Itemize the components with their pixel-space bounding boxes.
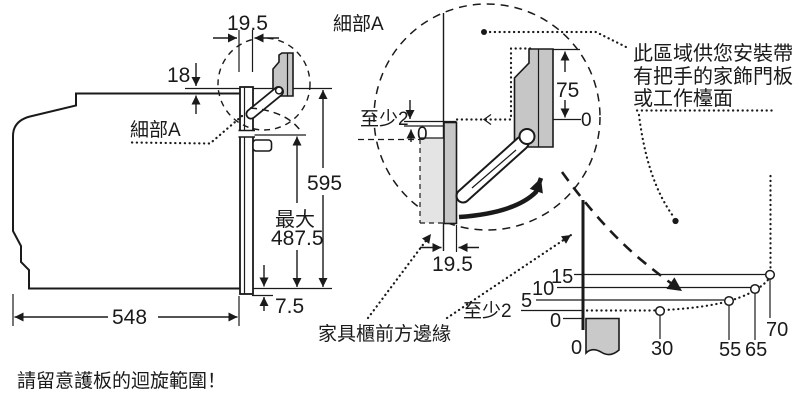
dim-7-5-label: 7.5 xyxy=(275,295,304,318)
x-label-70: 70 xyxy=(766,319,788,341)
y-label-15: 15 xyxy=(551,266,573,288)
hinge-arm xyxy=(247,87,283,118)
x-label-0: 0 xyxy=(571,337,582,359)
edge-leader-2 xyxy=(445,233,573,320)
handle-zone-boundary xyxy=(455,47,533,121)
dim-19-5-detail-label: 19.5 xyxy=(432,253,473,276)
annotation-drop-leader xyxy=(637,113,675,218)
handle-zone-annotation: 此區域供您安裝帶 有把手的家飾門板 或工作檯面 xyxy=(481,29,793,270)
hinge-pivot xyxy=(518,128,536,145)
oven-body-outline xyxy=(12,92,243,290)
data-point-55-5 xyxy=(723,295,735,307)
min-gap-label: 至少2 xyxy=(360,108,409,130)
oven-side-view: 19.5 18 595 最大 487.5 7.5 548 細部A xyxy=(12,12,342,329)
dim-19-5-label: 19.5 xyxy=(227,12,268,35)
furniture-door-panel xyxy=(443,121,458,225)
dim-548-label: 548 xyxy=(112,306,147,329)
hinge-arm-crease xyxy=(471,149,517,189)
annotation-line2: 有把手的家飾門板 xyxy=(633,65,793,88)
y-label-5: 5 xyxy=(521,290,532,312)
furniture-panel-alt xyxy=(420,138,444,223)
clearance-curve xyxy=(585,270,772,312)
door-handle-profile xyxy=(252,139,273,152)
y-label-10: 10 xyxy=(532,278,554,300)
dim-max-value: 487.5 xyxy=(271,227,324,250)
dim-max-label: 最大 xyxy=(275,208,315,231)
y-label-0: 0 xyxy=(550,310,561,332)
zero-right-label: 0 xyxy=(581,110,592,131)
data-point-65-10 xyxy=(749,283,761,295)
oven-door-panel xyxy=(239,86,254,295)
x-label-55: 55 xyxy=(719,339,741,361)
edge-leader-1 xyxy=(366,232,433,320)
hinge-arm xyxy=(457,137,528,202)
y-label-min2: 至少2 xyxy=(463,300,512,322)
caption: 請留意護板的迴旋範圍！ xyxy=(17,370,226,392)
clearance-chart: 15 10 5 至少2 0 0 30 55 65 70 xyxy=(463,171,788,361)
detail-a-magnifier-circle xyxy=(373,3,601,231)
x-label-30: 30 xyxy=(651,338,673,360)
data-point-70-15 xyxy=(764,269,776,280)
detail-a-view: 細部A 至少2 0 75 xyxy=(318,3,601,345)
detail-a-title: 細部A xyxy=(333,13,384,35)
door-swing-up-arrow xyxy=(458,177,544,220)
detail-a-leader xyxy=(130,114,244,145)
leader-start-dot xyxy=(481,29,487,35)
swing-path-arrow xyxy=(560,171,683,293)
door-vent-slot xyxy=(238,130,255,137)
furniture-panel-section xyxy=(585,317,620,356)
annotation-line1: 此區域供您安裝帶 xyxy=(633,42,793,65)
x-label-65: 65 xyxy=(745,339,767,361)
hinge-pivot xyxy=(274,86,284,95)
leader-end-dot xyxy=(672,217,679,225)
data-point-30-2 xyxy=(654,305,666,317)
dim-label-bg xyxy=(554,79,580,100)
detail-a-circle xyxy=(217,37,311,131)
detail-a-reference-label: 細部A xyxy=(130,119,181,141)
annotation-line3: 或工作檯面 xyxy=(633,87,733,110)
dim-18-label: 18 xyxy=(167,64,190,87)
dim-595-label: 595 xyxy=(307,172,342,195)
furniture-edge-label: 家具櫃前方邊緣 xyxy=(318,323,451,345)
annotation-leader xyxy=(488,30,630,50)
door-swing-arc xyxy=(249,107,303,134)
zone-arrowhead xyxy=(482,114,492,125)
dim-75-label: 75 xyxy=(556,79,579,102)
zero-left-label: 0 xyxy=(417,124,428,145)
